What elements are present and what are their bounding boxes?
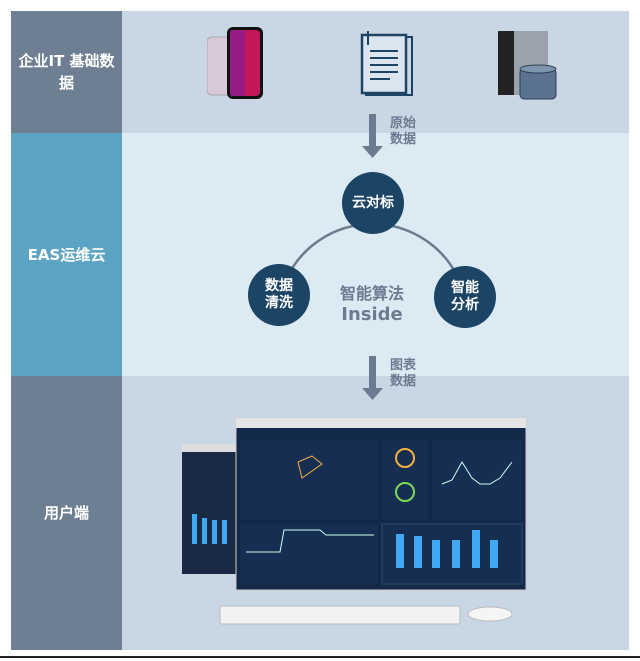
node-smart-analysis: 智能 分析 (434, 266, 496, 328)
arrow-down-icon (362, 356, 383, 400)
server-database-icon (498, 31, 557, 100)
arrow-down-icon (362, 114, 383, 158)
enterprise-sources (122, 11, 629, 133)
node-cloud-benchmark: 云对标 (342, 172, 404, 234)
algorithm-subtitle: Inside (341, 304, 403, 325)
row-user-end: 用户端 (11, 376, 629, 650)
user-end-area (122, 376, 629, 650)
node-data-cleaning: 数据 清洗 (248, 264, 310, 326)
row-label-eas-cloud: EAS运维云 (11, 133, 122, 376)
row-label-user-end: 用户端 (11, 376, 122, 650)
document-icon (360, 31, 413, 96)
algorithm-title: 智能算法 (339, 284, 404, 303)
bottom-divider (0, 656, 640, 658)
smartphone-icon (207, 27, 263, 99)
dashboard-monitor-illustration (182, 417, 527, 625)
raw-data-label: 原始 数据 (390, 116, 417, 147)
chart-data-label: 图表 数据 (390, 358, 417, 389)
algorithm-label: 智能算法 Inside (322, 280, 422, 325)
row-enterprise-it: 企业IT 基础数据 (11, 11, 629, 133)
row-label-enterprise-it: 企业IT 基础数据 (11, 11, 122, 133)
